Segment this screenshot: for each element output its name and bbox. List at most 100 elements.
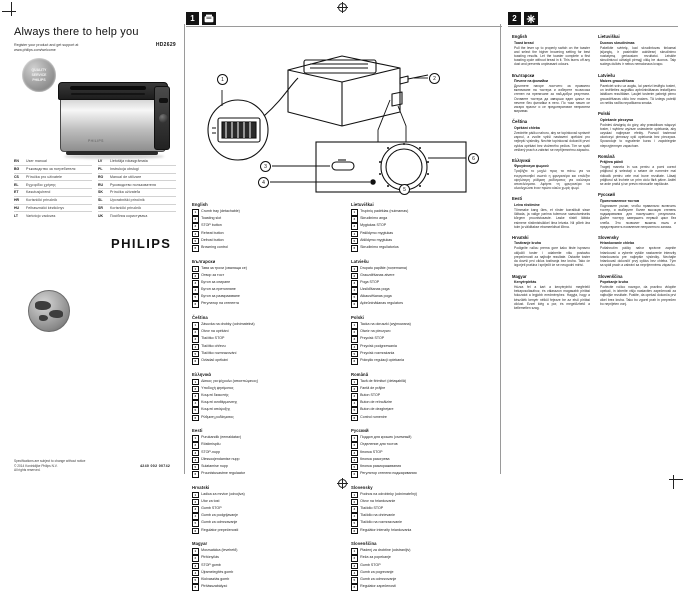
instruction-language: Hrvatski <box>512 234 529 240</box>
instruction-language: Ελληνικά <box>512 157 531 163</box>
toaster-icon <box>202 12 216 25</box>
instruction-subheading: Печене на филийки <box>514 79 549 84</box>
philips-wordmark: PHILIPS <box>111 236 172 251</box>
registration-mark-bottom <box>337 478 348 489</box>
item-number: 2 <box>351 329 358 336</box>
instruction-body: Potiahnutím páčky nahor správne zapnite … <box>600 246 676 268</box>
parts-list-language: Русский <box>351 428 369 434</box>
item-number: 3 <box>351 336 358 344</box>
parts-list-language: Čeština <box>192 315 208 321</box>
product-photo: PHILIPS <box>54 74 172 159</box>
language-code: SR <box>98 205 103 210</box>
toasting-slot <box>70 86 146 90</box>
instruction-subheading: Leiva röstimine <box>514 202 540 207</box>
item-label: Бутон за размразяване <box>201 294 240 299</box>
item-label: Reheat button <box>201 230 224 235</box>
item-number: 1 <box>351 378 358 386</box>
item-number: 4 <box>192 287 199 294</box>
instructions-badge-row: 2 <box>508 12 538 25</box>
parts-list-language: Eesti <box>192 428 203 434</box>
item-number: 6 <box>351 471 358 478</box>
language-name: Manual de utilizare <box>110 174 142 179</box>
item-label: Crumb tray (detachable) <box>201 209 240 213</box>
instruction-subheading: Hriankovanie chleba <box>600 241 635 246</box>
language-name: Kasutusjuhend <box>26 190 51 195</box>
item-label: Apbrūnināšanas regulators <box>360 301 404 306</box>
callout-marker: 5 <box>399 184 410 195</box>
language-code: SL <box>98 198 103 203</box>
item-label: Ülessoojendamise nupp <box>201 456 240 461</box>
toaster-top-cover <box>58 82 168 100</box>
instruction-body: Trageţi maneta în sus pentru a porni cor… <box>600 165 676 187</box>
item-number: 5 <box>351 294 358 301</box>
language-name: Руководство пользователя <box>110 182 156 187</box>
globe-icon <box>28 290 70 332</box>
seal-line-2: SERVICE <box>31 73 47 77</box>
item-number: 6 <box>351 244 358 252</box>
instruction-language: Română <box>598 153 615 159</box>
model-code: HD2629 <box>155 42 176 48</box>
item-label: STOP gomb <box>201 562 221 567</box>
instruction-body: Pakelkite svirtelę, kad skrudintuvas tin… <box>600 45 676 67</box>
language-code: LT <box>14 213 19 218</box>
panel-divider-right <box>500 24 501 474</box>
instruction-language: Polski <box>598 111 611 117</box>
item-label: Ovladač opékání <box>201 358 229 362</box>
item-label: Buton STOP <box>360 392 381 397</box>
item-number: 2 <box>192 272 199 280</box>
item-label: Gumb za odmrzavanje <box>201 520 238 525</box>
item-label: Regulator zapečenosti <box>360 584 396 589</box>
item-label: Кнопка STOP <box>360 449 383 454</box>
quality-seal-icon: QUALITY SERVICE PHILIPS <box>22 58 56 92</box>
item-number: 6 <box>351 584 358 591</box>
item-number: 1 <box>192 378 199 386</box>
callout-marker: 2 <box>429 73 440 84</box>
photo-shadow <box>64 154 164 159</box>
item-label: Regulator prepečenosti <box>201 527 239 532</box>
cover-panel: Always there to help you Register your p… <box>8 12 185 482</box>
item-number: 5 <box>192 294 199 301</box>
item-label: Pašildymo mygtukas <box>360 230 394 235</box>
item-number: 3 <box>192 279 199 287</box>
item-number: 4 <box>351 287 358 294</box>
item-label: Fantă de prăjire <box>360 385 386 390</box>
item-number: 4 <box>351 456 358 464</box>
item-number: 3 <box>351 506 358 513</box>
item-number: 2 <box>351 385 358 393</box>
item-number: 1 <box>192 209 199 216</box>
parts-list-language: Hrvatski <box>192 484 210 490</box>
item-label: Tlačítko STOP <box>201 336 225 341</box>
language-code: HU <box>14 205 20 210</box>
